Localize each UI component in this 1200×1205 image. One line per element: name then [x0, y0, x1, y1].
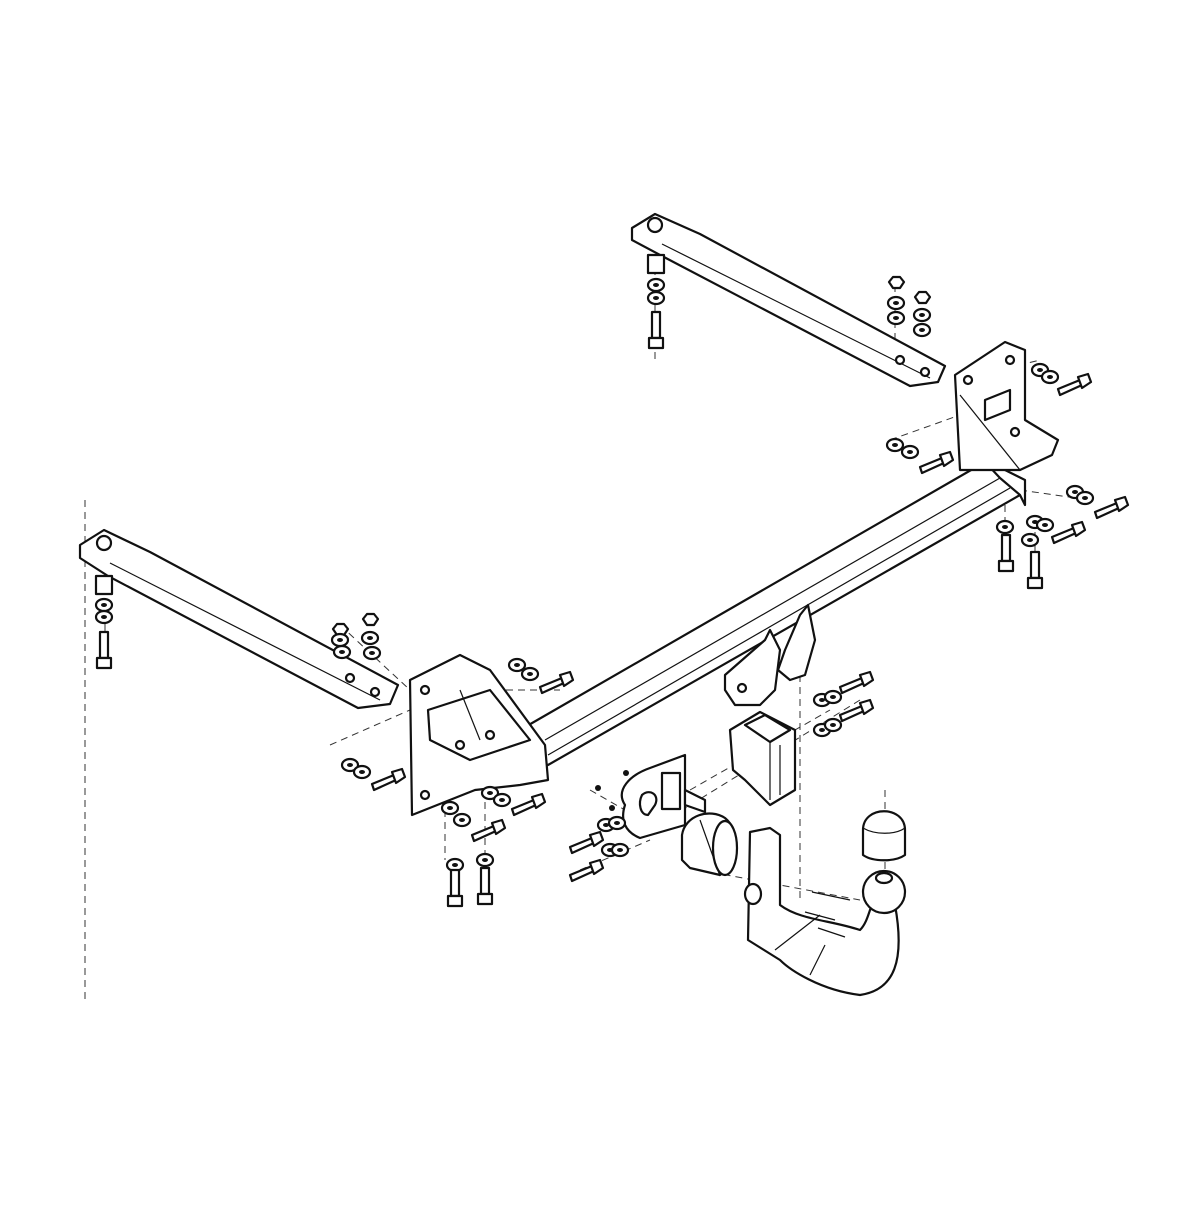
- washer-hole: [1027, 538, 1033, 542]
- bolt-shank: [1093, 501, 1121, 520]
- washer-hole: [614, 821, 620, 825]
- washer-hole: [919, 328, 925, 332]
- bolt-shank: [479, 866, 491, 896]
- bolt-head: [858, 698, 875, 716]
- bolt-shank: [1000, 533, 1012, 563]
- bolt-shank: [1029, 550, 1041, 580]
- pin-icon: [811, 891, 851, 901]
- bolt-shank: [568, 836, 596, 855]
- washer-hole: [499, 798, 505, 802]
- washer-hole: [617, 848, 623, 852]
- washer-hole: [527, 672, 533, 676]
- washer-hole: [603, 823, 609, 827]
- left-mounting-arm: [78, 528, 400, 710]
- bolt-head: [530, 792, 547, 810]
- bolt-shank: [510, 798, 538, 817]
- bolt-head: [1070, 520, 1087, 538]
- washer-hole: [459, 818, 465, 822]
- bolt-head: [858, 670, 875, 688]
- bolt-shank: [838, 676, 866, 695]
- nut-icon: [361, 612, 380, 627]
- washer-hole: [359, 770, 365, 774]
- bolt-head: [588, 830, 605, 848]
- bolt-shank: [470, 824, 498, 843]
- bolt-head: [390, 767, 407, 785]
- nut-icon: [913, 290, 932, 305]
- washer-hole: [1047, 375, 1053, 379]
- washer-hole: [487, 791, 493, 795]
- washer-hole: [347, 763, 353, 767]
- bolt-head: [476, 892, 494, 906]
- washer-hole: [1082, 496, 1088, 500]
- washer-hole: [1042, 523, 1048, 527]
- bolt-shank: [1056, 378, 1084, 397]
- fasteners: [94, 253, 1130, 938]
- washer-hole: [893, 316, 899, 320]
- washer-hole: [819, 698, 825, 702]
- right-side-bracket: [953, 340, 1060, 472]
- bolt-head: [1113, 495, 1130, 513]
- washer-hole: [830, 695, 836, 699]
- washer-hole: [1037, 368, 1043, 372]
- washer-hole: [514, 663, 520, 667]
- pin-icon: [817, 927, 846, 938]
- washer-hole: [1002, 525, 1008, 529]
- right-mounting-arm: [630, 212, 947, 388]
- left-side-bracket: [408, 653, 550, 817]
- washer-hole: [101, 615, 107, 619]
- bolt-shank: [838, 704, 866, 723]
- electrical-socket-plate: [595, 753, 707, 840]
- nut-icon: [887, 275, 906, 290]
- bolt-head: [490, 818, 507, 836]
- bolt-head: [647, 336, 665, 350]
- washer-hole: [482, 858, 488, 862]
- washer-hole: [653, 283, 659, 287]
- washer-hole: [339, 650, 345, 654]
- washer-hole: [653, 296, 659, 300]
- washer-hole: [893, 301, 899, 305]
- bolt-shank: [449, 868, 461, 898]
- bolt-head: [446, 894, 464, 908]
- bolt-shank: [568, 864, 596, 883]
- bolt-head: [1026, 576, 1044, 590]
- washer-hole: [452, 863, 458, 867]
- washer-hole: [369, 651, 375, 655]
- washer-hole: [919, 313, 925, 317]
- tow-hook-holder: [723, 603, 817, 807]
- washer-hole: [367, 636, 373, 640]
- washer-hole: [101, 603, 107, 607]
- washer-hole: [819, 728, 825, 732]
- washer-hole: [907, 450, 913, 454]
- spacer-icon: [646, 253, 666, 275]
- pin-icon: [804, 911, 836, 921]
- washer-hole: [892, 443, 898, 447]
- washer-hole: [1072, 490, 1078, 494]
- washer-hole: [337, 638, 343, 642]
- bolt-shank: [1050, 526, 1078, 545]
- washer-hole: [447, 806, 453, 810]
- bolt-head: [95, 656, 113, 670]
- bolt-shank: [650, 310, 662, 340]
- tow-ball-cap: [861, 810, 907, 862]
- bolt-shank: [538, 676, 566, 695]
- bolt-shank: [370, 773, 398, 792]
- bolt-head: [588, 858, 605, 876]
- bolt-head: [1076, 372, 1093, 390]
- bolt-head: [558, 670, 575, 688]
- bolt-head: [997, 559, 1015, 573]
- bolt-shank: [98, 630, 110, 660]
- electrical-socket: [680, 812, 739, 877]
- spacer-icon: [94, 574, 114, 596]
- bolt-head: [938, 450, 955, 468]
- tow-ball: [861, 869, 907, 915]
- washer-hole: [830, 723, 836, 727]
- bolt-shank: [918, 456, 946, 475]
